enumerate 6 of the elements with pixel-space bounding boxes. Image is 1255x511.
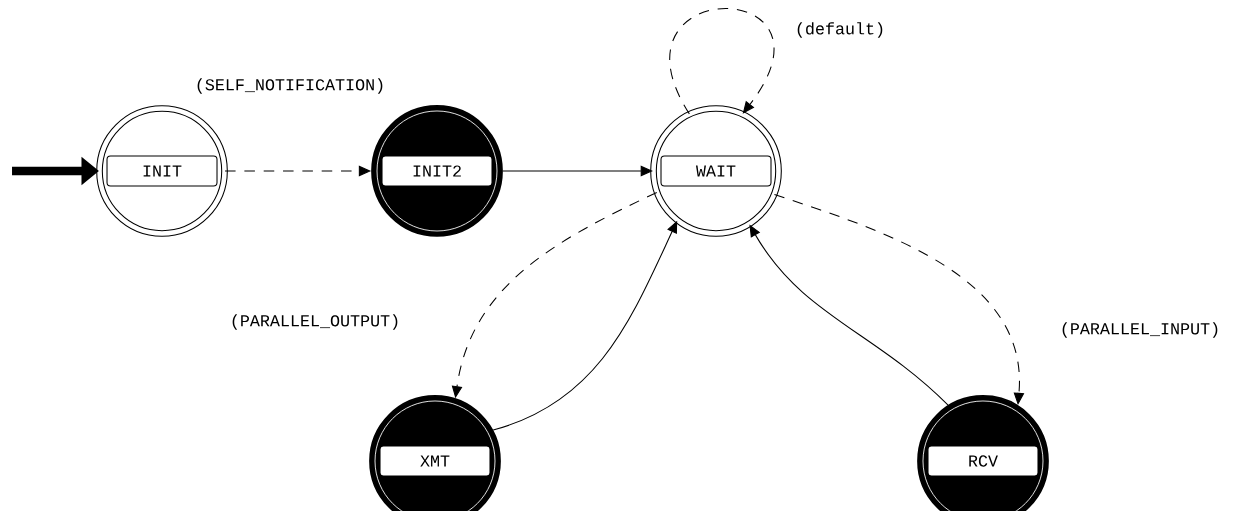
- edge-label: (PARALLEL_INPUT): [1058, 320, 1222, 340]
- arrow: [502, 165, 653, 177]
- edge-label: (PARALLEL_OUTPUT): [228, 312, 402, 332]
- arrow: [669, 8, 775, 115]
- edge-label: (default): [793, 20, 887, 40]
- edge-label: (SELF_NOTIFICATION): [193, 76, 387, 96]
